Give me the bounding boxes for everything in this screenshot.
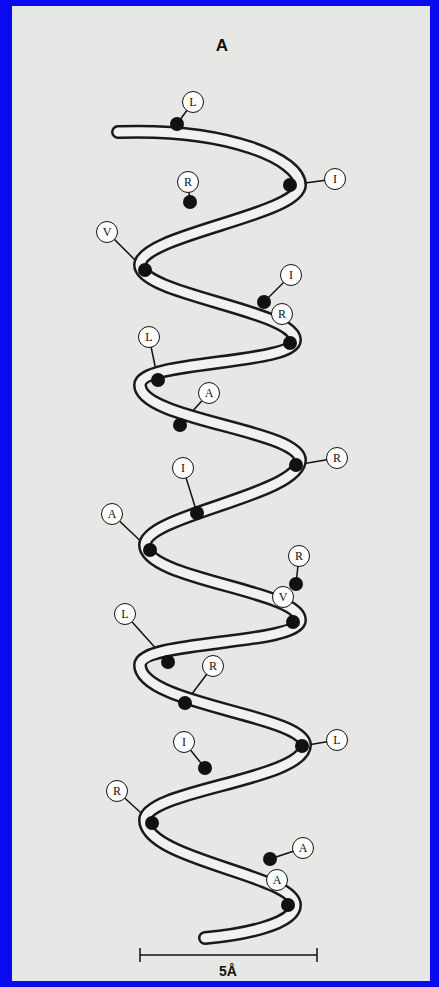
residue-circle: A bbox=[198, 382, 220, 404]
panel-letter: A bbox=[216, 36, 228, 56]
residue-circle: I bbox=[280, 264, 302, 286]
residue-circle: L bbox=[182, 91, 204, 113]
residue-letter: V bbox=[279, 591, 288, 603]
residue-letter: R bbox=[184, 176, 192, 188]
residue-letter: L bbox=[121, 608, 128, 620]
residue-circle: R bbox=[271, 303, 293, 325]
residue-letter: I bbox=[181, 462, 185, 474]
residue-letter: L bbox=[189, 96, 196, 108]
residue-letter: I bbox=[182, 736, 186, 748]
residue-letter: R bbox=[295, 550, 303, 562]
residue-letter: I bbox=[289, 269, 293, 281]
residue-circle: L bbox=[114, 603, 136, 625]
residue-circle: I bbox=[324, 168, 346, 190]
residue-letter: R bbox=[333, 452, 341, 464]
residue-letter: A bbox=[299, 842, 308, 854]
residue-circle: R bbox=[177, 171, 199, 193]
residue-letter: V bbox=[103, 226, 112, 238]
residue-letter: A bbox=[273, 874, 282, 886]
residue-letter: R bbox=[209, 660, 217, 672]
residue-circle: A bbox=[101, 503, 123, 525]
scale-label: 5Å bbox=[219, 963, 237, 979]
residue-circle: R bbox=[288, 545, 310, 567]
residue-letter: R bbox=[113, 785, 121, 797]
residue-letter: A bbox=[108, 508, 117, 520]
residue-circle: I bbox=[172, 457, 194, 479]
residue-letter: I bbox=[333, 173, 337, 185]
residue-circle: V bbox=[96, 221, 118, 243]
residue-circle: R bbox=[326, 447, 348, 469]
residue-circle: I bbox=[173, 731, 195, 753]
residue-circle: V bbox=[272, 586, 294, 608]
residue-circle: L bbox=[138, 326, 160, 348]
residue-circle: R bbox=[202, 655, 224, 677]
residue-circle: L bbox=[326, 729, 348, 751]
paper-ground bbox=[12, 6, 430, 981]
residue-circle: A bbox=[266, 869, 288, 891]
residue-letter: R bbox=[278, 308, 286, 320]
residue-letter: L bbox=[333, 734, 340, 746]
residue-circle: A bbox=[292, 837, 314, 859]
residue-letter: A bbox=[205, 387, 214, 399]
residue-circle: R bbox=[106, 780, 128, 802]
residue-letter: L bbox=[145, 331, 152, 343]
